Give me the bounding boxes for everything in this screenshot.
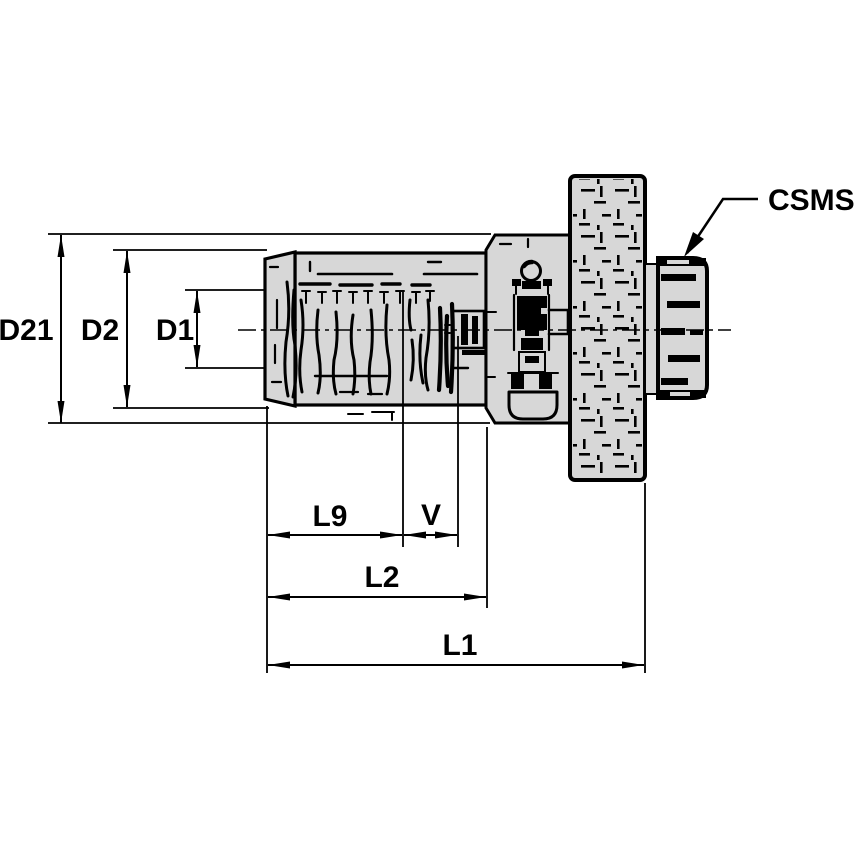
tool-assembly <box>263 174 709 482</box>
extension-lines <box>48 233 646 673</box>
flange-texture <box>573 179 642 477</box>
arrow-l9-left <box>268 531 290 539</box>
arrow-l9-right <box>380 531 402 539</box>
dimension-labels: D21 D2 D1 L9 V L2 L1 <box>0 314 478 662</box>
label-d1: D1 <box>156 314 194 347</box>
arrow-d2-up <box>123 251 131 273</box>
label-d21: D21 <box>0 314 54 347</box>
label-l2: L2 <box>364 561 399 594</box>
label-l9: L9 <box>312 500 347 533</box>
arrow-l2-right <box>464 593 486 601</box>
arrow-l1-right <box>622 661 644 669</box>
label-l1: L1 <box>442 629 477 662</box>
arrow-d21-up <box>57 235 65 257</box>
collet-texture <box>268 237 530 421</box>
arrow-d1-up <box>193 291 201 313</box>
clamp-nut <box>656 256 709 400</box>
label-csms: CSMS <box>768 184 854 217</box>
label-v: V <box>421 499 441 532</box>
clamp-mechanism <box>507 259 570 421</box>
label-d2: D2 <box>81 314 119 347</box>
arrow-d2-down <box>123 385 131 407</box>
knurl-texture <box>658 258 706 398</box>
arrow-l2-left <box>268 593 290 601</box>
csms-callout: CSMS <box>684 184 854 257</box>
arrow-v-right <box>435 531 457 539</box>
csms-leader-arrow <box>684 232 704 257</box>
arrow-d1-down <box>193 345 201 367</box>
arrow-l1-left <box>268 661 290 669</box>
csms-leader-line <box>685 197 758 254</box>
dimension-arrowheads <box>57 235 644 669</box>
arrow-d21-down <box>57 401 65 423</box>
arrow-v-left <box>404 531 426 539</box>
